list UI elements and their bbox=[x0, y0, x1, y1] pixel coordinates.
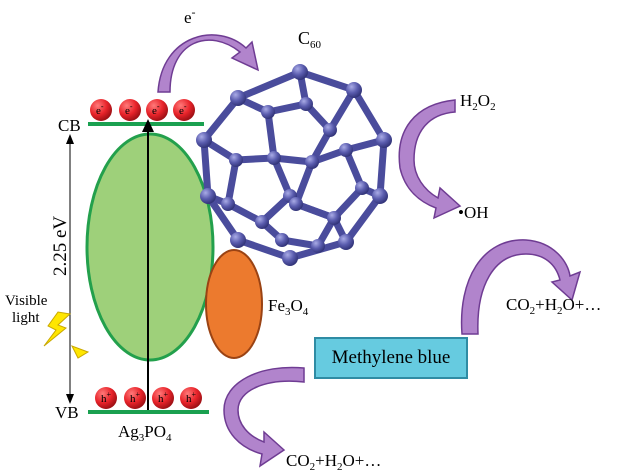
svg-text:h+: h+ bbox=[158, 390, 169, 405]
electron-row: e- e- e- e- bbox=[90, 99, 195, 121]
visible-light-label-1: Visible bbox=[5, 293, 48, 309]
c60-atoms bbox=[196, 64, 392, 266]
h2o2-to-oh-arrow bbox=[398, 99, 462, 220]
h2o2-label: H2O2 bbox=[460, 91, 496, 113]
hole bbox=[124, 387, 146, 409]
fe3o4-label: Fe3O4 bbox=[268, 296, 309, 318]
hole bbox=[95, 387, 117, 409]
band-gap-arrowhead-top bbox=[66, 134, 74, 144]
fe3o4-particle bbox=[205, 249, 263, 359]
visible-light-label-2: light bbox=[12, 310, 40, 326]
svg-text:h+: h+ bbox=[130, 390, 141, 405]
electron bbox=[173, 99, 195, 121]
hole-row: h+ h+ h+ h+ bbox=[95, 387, 202, 409]
methylene-blue-label: Methylene blue bbox=[331, 347, 451, 368]
electron-transfer-arrow bbox=[157, 34, 260, 93]
hole bbox=[180, 387, 202, 409]
excitation-arrowhead bbox=[142, 119, 154, 132]
band-gap-arrowhead-bottom bbox=[66, 394, 74, 404]
electron bbox=[119, 99, 141, 121]
c60-label: C60 bbox=[298, 28, 322, 51]
svg-text:e-: e- bbox=[125, 102, 133, 117]
oh-radical-label: •OH bbox=[458, 203, 489, 222]
hole bbox=[152, 387, 174, 409]
svg-text:e-: e- bbox=[96, 102, 104, 117]
co2-bottom-label: CO2+H2O+… bbox=[286, 451, 381, 473]
svg-text:h+: h+ bbox=[186, 390, 197, 405]
band-gap-label: 2.25 eV bbox=[50, 216, 71, 276]
vb-label: VB bbox=[55, 403, 79, 422]
mb-to-co2-bottom-arrow bbox=[223, 366, 305, 468]
svg-text:h+: h+ bbox=[101, 390, 112, 405]
cb-label: CB bbox=[58, 116, 81, 135]
electron-top-label: e- bbox=[184, 5, 196, 27]
lightning-bolt-icon bbox=[43, 311, 72, 347]
svg-text:e-: e- bbox=[152, 102, 160, 117]
light-arrowhead bbox=[70, 345, 90, 359]
mb-to-co2-right-arrow bbox=[460, 239, 582, 335]
electron bbox=[90, 99, 112, 121]
ag3po4-label: Ag3PO4 bbox=[118, 422, 172, 444]
ag3po4-particle bbox=[85, 132, 215, 362]
co2-right-label: CO2+H2O+… bbox=[506, 295, 601, 317]
methylene-blue-box: Methylene blue bbox=[314, 337, 468, 379]
svg-text:e-: e- bbox=[179, 102, 187, 117]
electron bbox=[146, 99, 168, 121]
